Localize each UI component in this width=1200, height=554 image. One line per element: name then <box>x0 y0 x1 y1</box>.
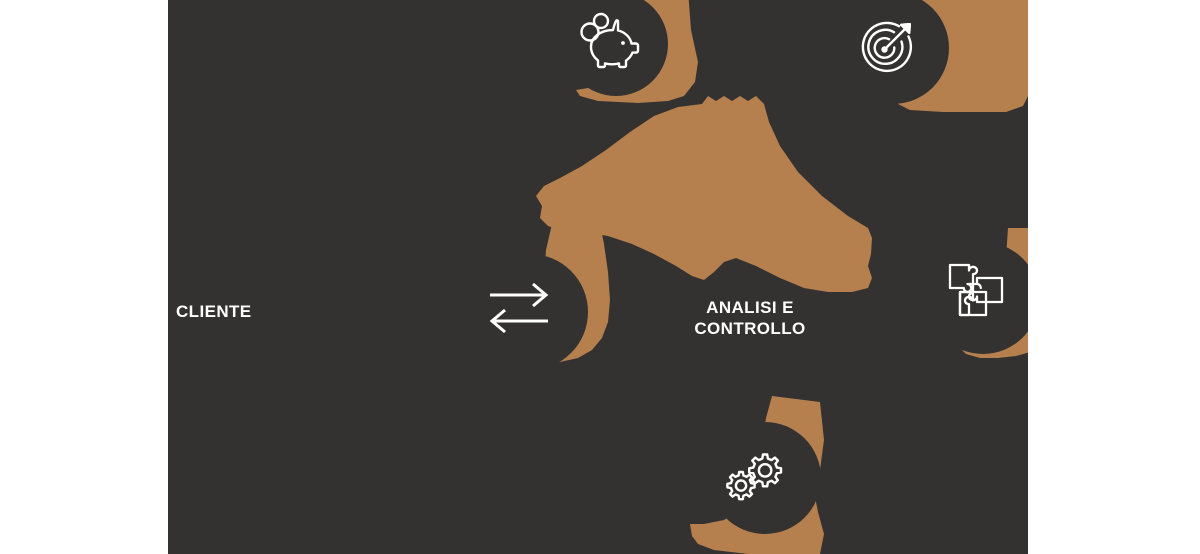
gears-icon <box>722 446 784 504</box>
bronze-shape-center <box>536 96 872 292</box>
cliente-label: CLIENTE <box>176 302 252 321</box>
piggy-bank-icon <box>579 10 643 72</box>
exchange-arrows-icon <box>488 280 550 336</box>
target-arrow-icon <box>856 14 920 78</box>
bronze-shapes-group <box>484 0 1028 554</box>
diagram-panel: ANALISI E CONTROLLO <box>168 0 1028 554</box>
center-node-label: ANALISI E CONTROLLO <box>694 298 806 338</box>
puzzle-pieces-icon <box>947 262 1005 320</box>
